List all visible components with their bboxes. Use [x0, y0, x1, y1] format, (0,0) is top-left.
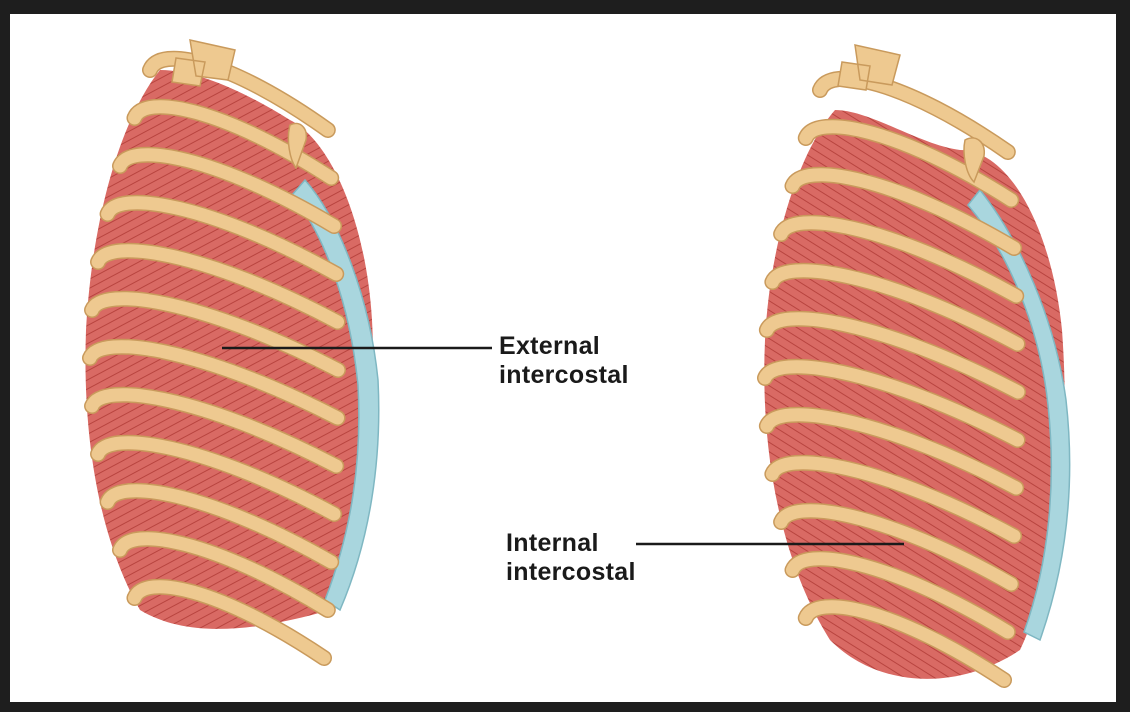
- left-rib-10: [101, 484, 338, 569]
- right-rib-3: [786, 168, 1021, 255]
- right-sternum: [963, 137, 985, 184]
- right-rib-8: [760, 408, 1023, 495]
- left-rib-11: [113, 532, 335, 617]
- right-rib-7: [758, 360, 1025, 447]
- right-rib-9: [765, 456, 1021, 543]
- right-ribs: [757, 70, 1026, 688]
- right-rib-4: [774, 216, 1023, 303]
- left-vertebral-column: [171, 39, 236, 87]
- external-label-line1: External: [499, 332, 601, 360]
- right-costal-cartilage: [967, 188, 1071, 642]
- left-ribcage-external-view: [82, 39, 380, 666]
- left-rib-12: [127, 580, 331, 665]
- external-intercostal-label: External intercostal: [499, 332, 629, 390]
- right-rib-12: [799, 600, 1011, 687]
- right-rib-11: [786, 552, 1015, 639]
- left-rib-5: [91, 244, 345, 329]
- left-rib-7: [83, 340, 345, 425]
- left-ribs: [82, 50, 346, 666]
- right-vertebral-column: [837, 44, 901, 91]
- left-rib-4: [101, 196, 343, 281]
- left-rib-8: [85, 388, 343, 473]
- right-rib-6: [760, 312, 1025, 399]
- right-rib-1: [813, 72, 1015, 159]
- left-rib-9: [91, 436, 341, 521]
- left-sternum: [287, 122, 308, 170]
- right-rib-10: [774, 504, 1018, 591]
- external-label-line2: intercostal: [499, 361, 629, 389]
- right-ribcage-internal-view: [757, 44, 1071, 688]
- left-rib-3: [113, 148, 341, 233]
- internal-label-line2: intercostal: [506, 558, 636, 586]
- internal-intercostal-label: Internal intercostal: [506, 529, 636, 587]
- internal-label-line1: Internal: [506, 529, 599, 557]
- left-rib-6: [85, 292, 345, 377]
- right-rib-5: [765, 264, 1025, 351]
